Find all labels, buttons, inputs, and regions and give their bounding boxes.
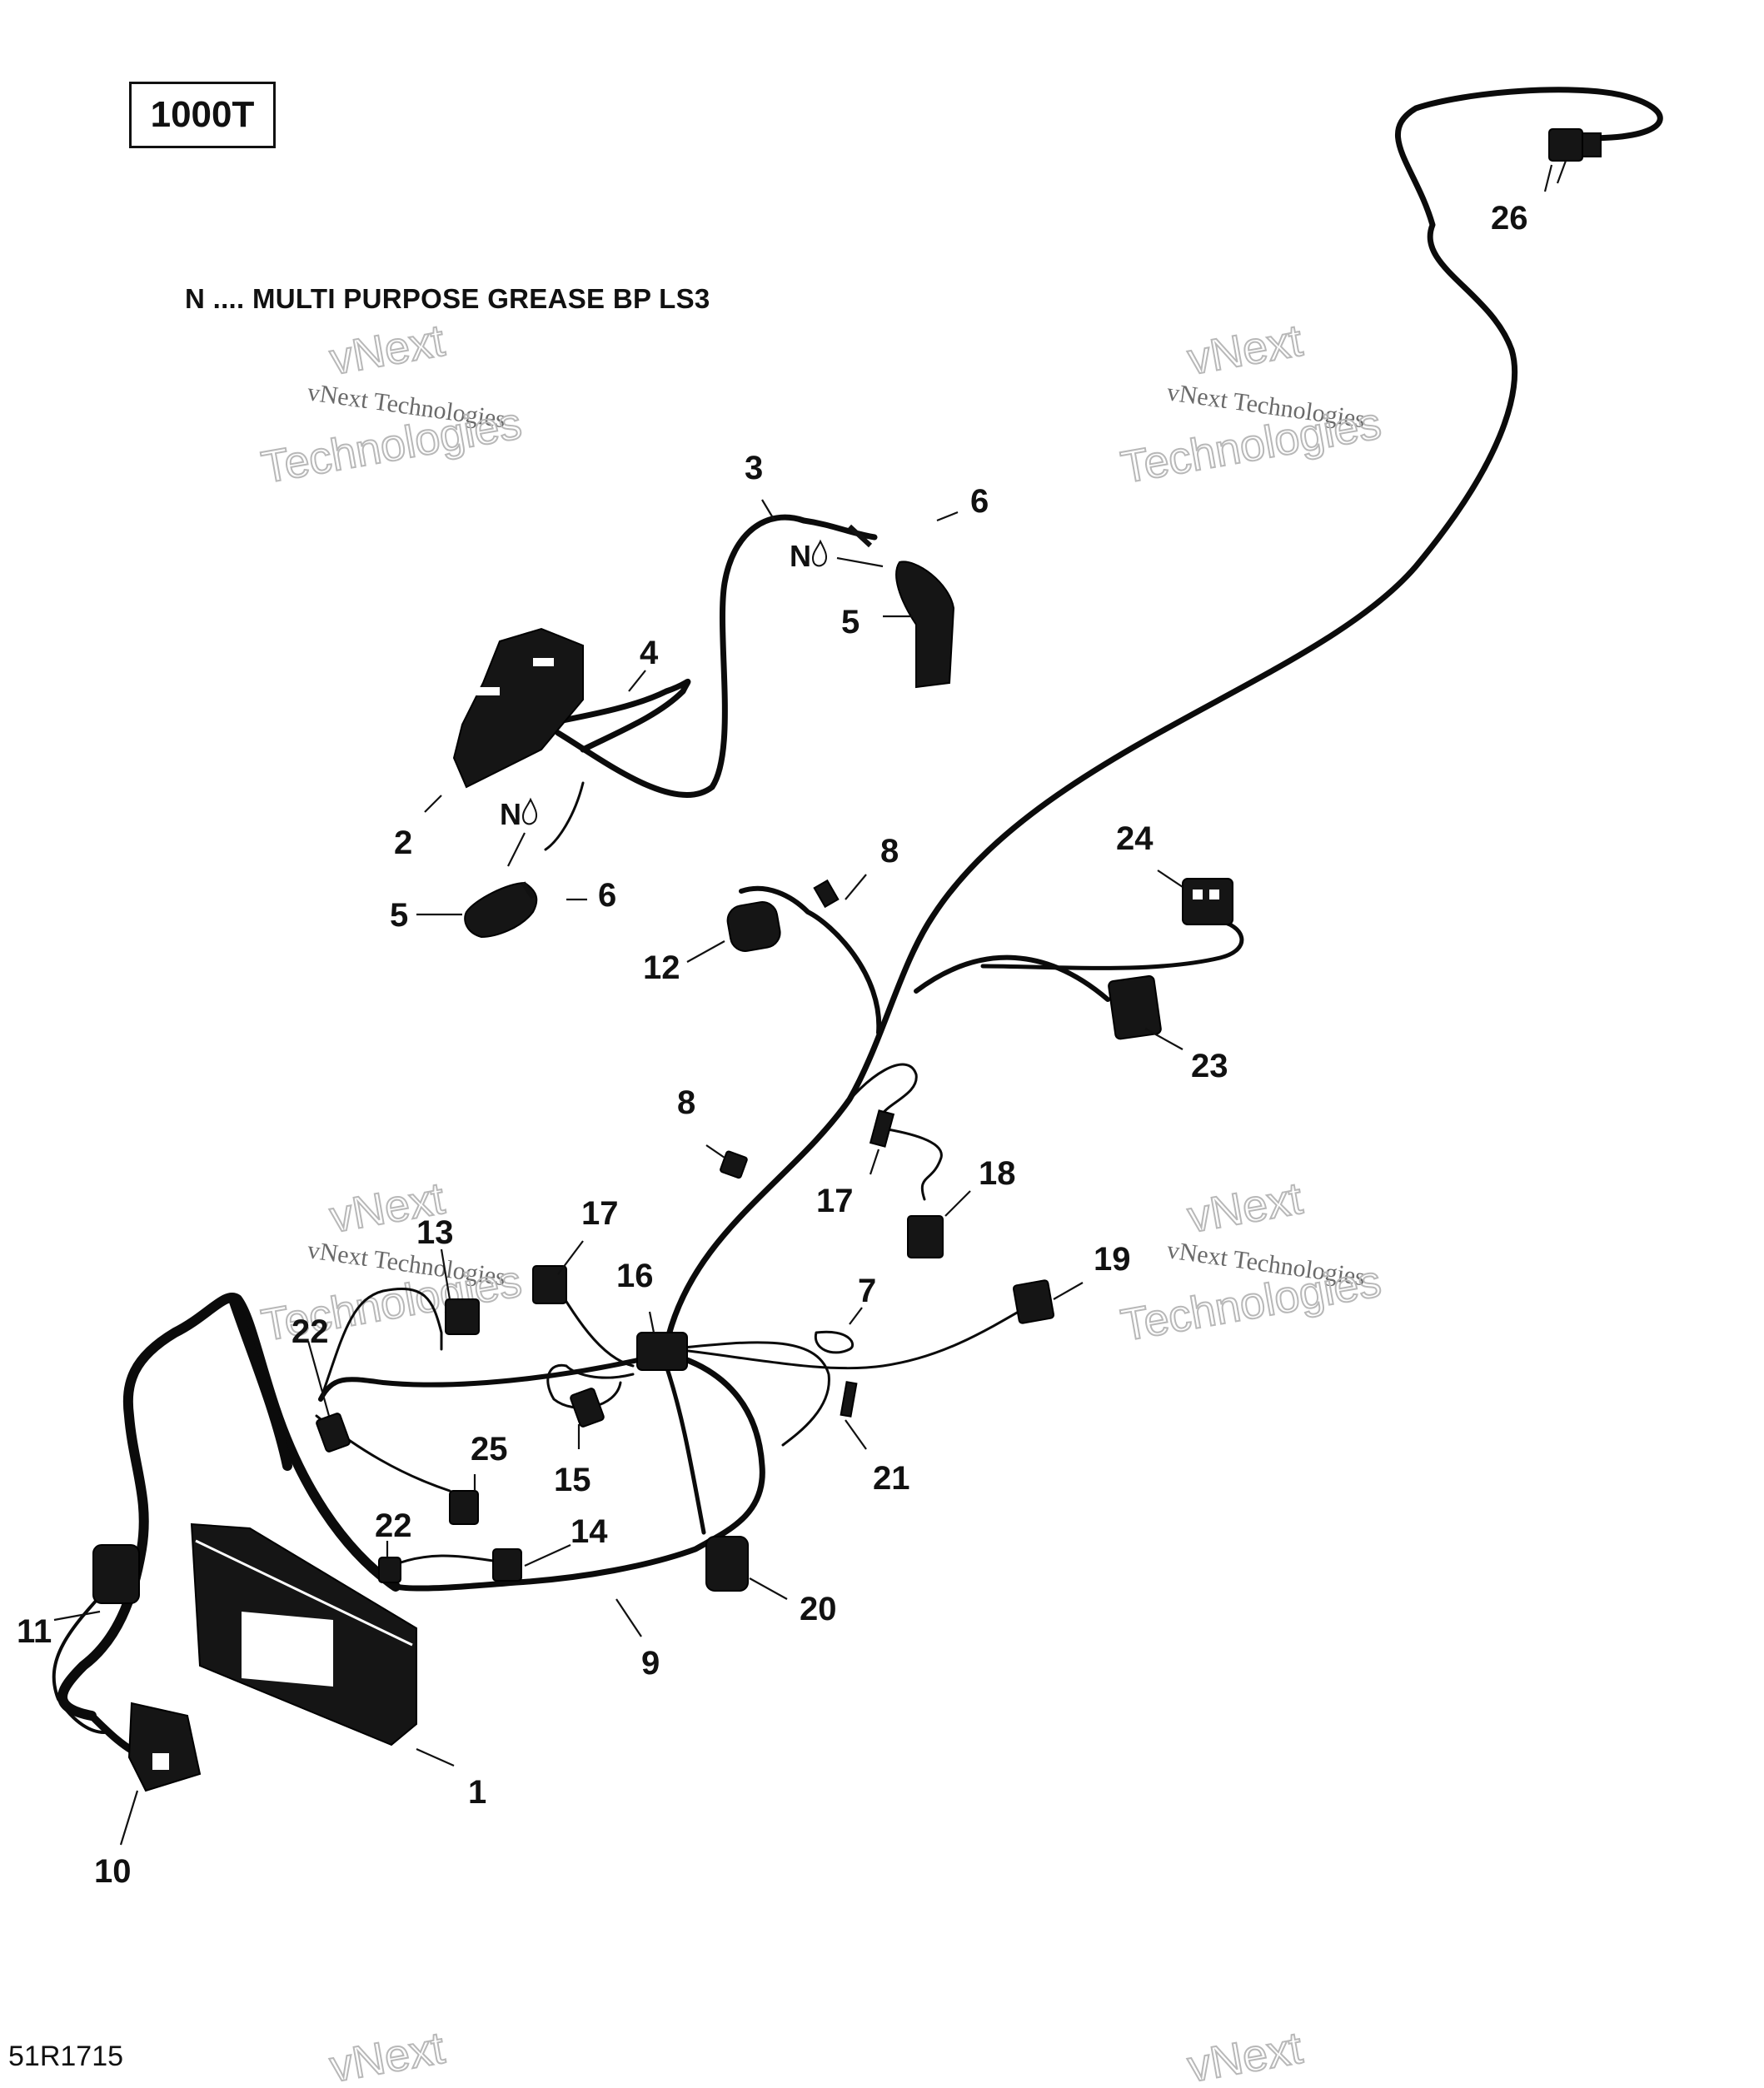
callout-4: 4 [640,635,659,671]
callout-14: 14 [571,1513,608,1550]
grease-drop-icon [521,797,538,825]
callout-23: 23 [1191,1048,1228,1084]
callout-18: 18 [979,1155,1016,1192]
callout-20: 20 [800,1591,837,1627]
watermark-word: vNext [1184,1174,1306,1243]
watermark-word: vNext [1184,316,1306,385]
callout-12: 12 [643,949,680,986]
terminal-6-upper [847,524,873,548]
watermark-word: vNext [326,316,448,385]
junction-16 [636,1332,688,1371]
upper-harness-wires [538,514,878,851]
watermark-word: vNext [1184,2023,1306,2088]
connector-12 [726,901,781,952]
connector-13 [445,1298,480,1335]
callout-1: 1 [468,1774,486,1811]
cable-tie-7 [814,1330,855,1354]
callout-16: 16 [616,1258,654,1294]
model-designation: 1000T [150,94,255,135]
fuse-8-upper [813,879,840,909]
grease-letter: N [500,797,521,831]
grease-symbol-lower: N [500,797,538,867]
grease-drop-icon [811,539,828,567]
main-harness-wires [52,87,1663,1762]
callout-5-upper: 5 [841,604,860,640]
callout-8-upper: 8 [880,833,899,870]
clip-22-lower [378,1557,401,1583]
connector-18 [907,1215,944,1258]
watermark-group-5: vNext vNext [326,2022,1307,2088]
grease-symbol-upper: N [790,539,884,573]
callout-11: 11 [17,1613,52,1650]
grease-legend: N .... MULTI PURPOSE GREASE BP LS3 [185,283,710,314]
callout-labels: 1 2 3 4 5 5 6 6 7 8 8 9 10 11 12 13 14 1… [17,200,1528,1890]
watermark-group-1: vNext vNext Technologies Technologies [257,315,526,494]
connector-10 [127,1702,202,1792]
model-designation-box: 1000T [129,82,276,148]
connector-24 [1182,878,1233,925]
connector-19 [1012,1279,1055,1324]
leader-lines [53,164,1553,1846]
grease-letter: N [790,539,811,573]
callout-21: 21 [873,1460,910,1497]
callout-8-lower: 8 [677,1084,695,1121]
callout-7: 7 [858,1273,876,1309]
callout-10: 10 [94,1853,132,1890]
callout-22-lower: 22 [375,1507,412,1544]
callout-3: 3 [745,450,763,486]
callout-24: 24 [1116,820,1154,857]
connector-15 [570,1388,605,1428]
callout-2: 2 [394,825,412,861]
callout-22-upper: 22 [292,1313,329,1350]
diagram-reference-code: 51R1715 [8,2041,124,2072]
connector-17-left [532,1265,567,1304]
ecu-module-1 [190,1522,417,1747]
callout-17-left: 17 [581,1195,619,1232]
callout-6-upper: 6 [970,483,989,520]
connector-26 [1548,128,1602,184]
callout-6-lower: 6 [598,877,616,914]
spark-plug-cap-5-upper [895,561,955,689]
callout-13: 13 [416,1214,454,1251]
clip-22-upper [316,1413,351,1453]
connector-17-right [869,1109,895,1148]
fuse-8-lower [720,1150,748,1179]
spark-plug-cap-5-lower [464,881,538,939]
watermark-group-4: vNext vNext Technologies Technologies [1117,1173,1386,1352]
watermark-group-2: vNext vNext Technologies Technologies [1117,315,1386,494]
connector-14 [492,1548,522,1582]
connector-11 [92,1544,140,1604]
callout-26: 26 [1491,200,1528,237]
connector-23 [1108,974,1162,1040]
callout-15: 15 [554,1462,591,1498]
switch-assembly-2 [452,627,584,789]
connector-25 [449,1490,479,1525]
connector-21 [840,1381,858,1418]
callout-19: 19 [1094,1241,1131,1278]
callout-17-right: 17 [816,1183,854,1219]
callout-5-lower: 5 [390,897,408,934]
callout-25: 25 [471,1431,508,1468]
terminal-6-lower [521,881,536,899]
watermark-word: vNext [326,2023,448,2088]
callout-9: 9 [641,1645,660,1682]
connector-20 [705,1536,749,1592]
